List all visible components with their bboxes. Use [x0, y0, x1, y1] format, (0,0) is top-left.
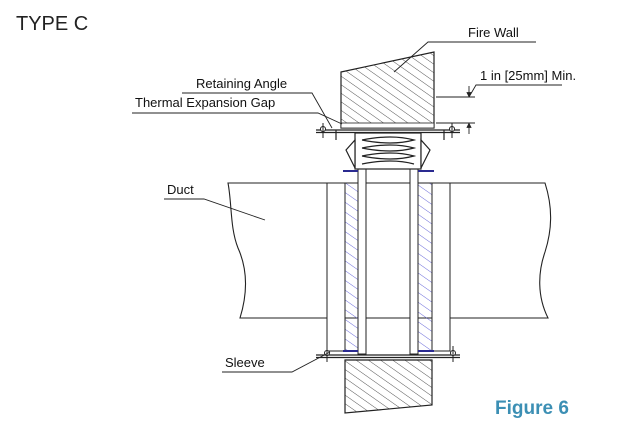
fire-wall-label: Fire Wall	[468, 25, 519, 40]
sleeve-outer-left	[326, 182, 346, 352]
sleeve-leader	[222, 351, 331, 373]
sleeve-outer-right	[431, 182, 451, 352]
retaining-angle-label: Retaining Angle	[196, 76, 287, 91]
figure-caption: Figure 6	[495, 398, 569, 419]
diagram-title: TYPE C	[16, 13, 88, 35]
fire-wall-lower	[344, 359, 433, 414]
damper-frame-left	[357, 167, 367, 355]
sleeve-label: Sleeve	[225, 355, 265, 370]
duct-leader	[164, 198, 266, 221]
damper-frame-right	[409, 167, 419, 355]
clearance-dimension	[436, 84, 562, 134]
clearance-label: 1 in [25mm] Min.	[480, 68, 576, 83]
thermal-expansion-gap	[340, 122, 435, 129]
thermal-gap-leader	[132, 112, 343, 125]
retaining-angle-bottom	[316, 354, 460, 359]
gasket-marks	[343, 170, 434, 352]
duct-shape	[227, 182, 552, 319]
thermal-gap-label: Thermal Expansion Gap	[135, 95, 275, 110]
sleeve-wall-right	[417, 182, 433, 352]
fire-wall-upper	[340, 51, 435, 129]
fasteners-top	[320, 123, 455, 138]
expansion-coil	[345, 132, 431, 170]
fire-wall-leader	[393, 41, 536, 73]
duct-label: Duct	[167, 182, 194, 197]
